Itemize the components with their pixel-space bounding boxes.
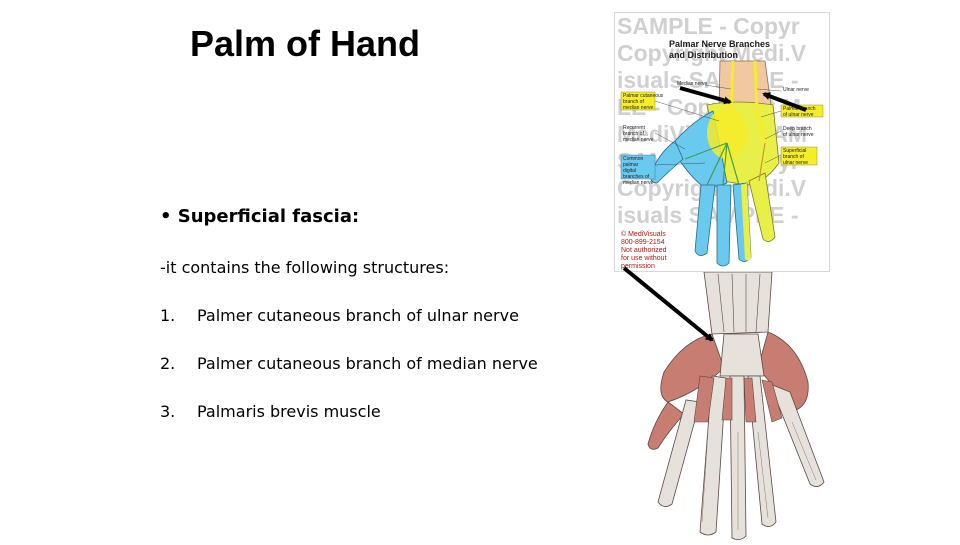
list-item: 1. Palmer cutaneous branch of ulnar nerve — [160, 306, 519, 325]
bullet-heading-superficial-fascia: • Superficial fascia: — [160, 206, 360, 227]
label-deep-branch-ulnar: Deep branch of ulnar nerve — [783, 126, 814, 138]
list-item-text: Palmaris brevis muscle — [197, 402, 381, 421]
label-palmar-branch-ulnar: Palmar branch of ulnar nerve — [783, 106, 816, 118]
intro-line: -it contains the following structures: — [160, 258, 450, 277]
copyright-notice: © MediVisuals 800-899-2154 Not authorize… — [621, 231, 667, 270]
label-common-digital-median: Common palmar digital branches of median… — [623, 156, 654, 186]
label-recurrent-median: Recurrent branch of median nerve — [623, 125, 654, 143]
label-ulnar-nerve: Ulnar nerve — [783, 87, 809, 93]
label-superficial-branch-ulnar: Superficial branch of ulnar nerve — [783, 148, 809, 166]
label-median-nerve: Median nerve — [677, 81, 708, 87]
palm-dissection-illustration — [647, 271, 825, 540]
label-palmar-cutaneous-median: Palmar cutaneous branch of median nerve — [623, 93, 664, 111]
hand-nerve-illustration — [620, 60, 824, 267]
list-item-number: 3. — [160, 402, 176, 421]
figure-title: Palmar Nerve Branches and Distribution — [669, 39, 771, 60]
nerve-distribution-figure: SAMPLE - Copyr Copyright Medi.V isuals S… — [614, 12, 830, 272]
slide-title: Palm of Hand — [190, 23, 421, 64]
palm-dissection-figure — [628, 271, 844, 540]
list-item: 2. Palmer cutaneous branch of median nerv… — [160, 354, 538, 373]
list-item-text: Palmer cutaneous branch of ulnar nerve — [197, 306, 519, 325]
list-item-number: 2. — [160, 354, 176, 373]
list-item-text: Palmer cutaneous branch of median nerve — [197, 354, 538, 373]
list-item-number: 1. — [160, 306, 176, 325]
list-item: 3. Palmaris brevis muscle — [160, 402, 381, 421]
